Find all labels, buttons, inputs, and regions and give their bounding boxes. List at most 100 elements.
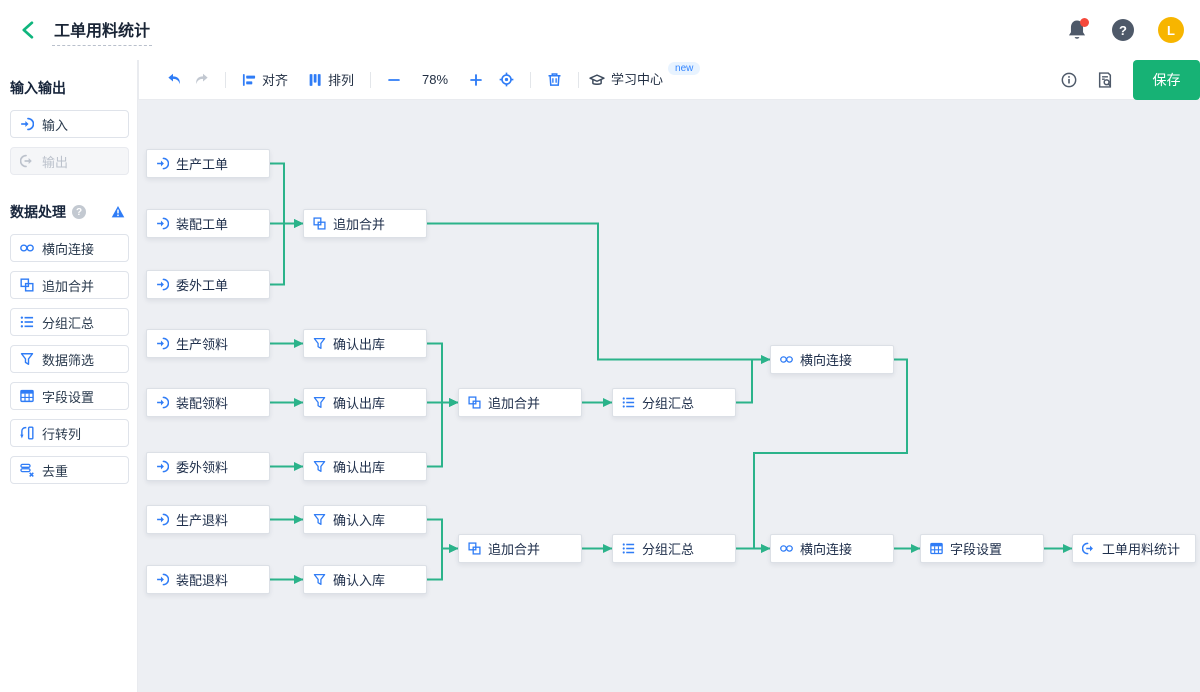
- flow-node[interactable]: 生产退料: [146, 505, 270, 534]
- flow-node[interactable]: 委外工单: [146, 270, 270, 299]
- merge-icon: [313, 217, 326, 230]
- flow-node[interactable]: 确认出库: [303, 329, 427, 358]
- flow-node[interactable]: 追加合并: [458, 388, 582, 417]
- palette-item[interactable]: 数据筛选: [10, 345, 129, 373]
- flow-node[interactable]: 生产工单: [146, 149, 270, 178]
- zoom-out-button[interactable]: [381, 67, 407, 93]
- link-icon: [20, 244, 34, 252]
- flow-node-label: 追加合并: [488, 396, 541, 411]
- group-list-icon: [622, 543, 635, 554]
- merge-icon: [468, 396, 481, 409]
- palette-item-label: 输入: [42, 117, 69, 133]
- flow-canvas[interactable]: 生产工单装配工单委外工单生产领料装配领料委外领料生产退料装配退料追加合并确认出库…: [138, 100, 1200, 692]
- palette-item[interactable]: 字段设置: [10, 382, 129, 410]
- avatar[interactable]: L: [1158, 17, 1184, 43]
- process-help-icon[interactable]: ?: [72, 205, 86, 219]
- funnel-icon: [313, 337, 326, 350]
- funnel-icon: [313, 573, 326, 586]
- table-icon: [930, 542, 943, 555]
- table-icon: [20, 389, 34, 403]
- flow-edge: [427, 222, 771, 364]
- input-icon: [157, 396, 169, 409]
- flow-edge: [427, 398, 459, 468]
- flow-edge: [736, 355, 771, 404]
- flow-node-label: 装配领料: [176, 396, 229, 411]
- canvas-toolbar: 对齐 排列 78% 学习中心 new: [138, 59, 1200, 100]
- help-button[interactable]: ?: [1112, 19, 1134, 41]
- flow-node[interactable]: 横向连接: [770, 345, 894, 374]
- flow-node-label: 确认入库: [333, 513, 386, 528]
- edge-layer: [270, 162, 1073, 584]
- flow-node-label: 确认出库: [333, 337, 386, 352]
- process-item-list: 横向连接追加合并分组汇总数据筛选字段设置行转列去重: [10, 234, 129, 484]
- align-button[interactable]: 对齐: [236, 67, 294, 93]
- toolbar-divider: [578, 71, 580, 88]
- flow-node-label: 委外工单: [176, 278, 229, 293]
- flow-node[interactable]: 确认出库: [303, 388, 427, 417]
- flow-node-label: 分组汇总: [642, 542, 695, 557]
- io-item-list: 输入输出: [10, 110, 129, 175]
- flow-node[interactable]: 生产领料: [146, 329, 270, 358]
- flow-node[interactable]: 装配工单: [146, 209, 270, 238]
- arrange-button[interactable]: 排列: [302, 67, 360, 93]
- flow-node[interactable]: 分组汇总: [612, 388, 736, 417]
- palette-item-label: 追加合并: [42, 278, 95, 294]
- arrange-icon: [309, 73, 321, 86]
- funnel-icon: [313, 460, 326, 473]
- redo-icon: [196, 73, 208, 85]
- flow-node-label: 追加合并: [488, 542, 541, 557]
- undo-button[interactable]: [161, 67, 188, 93]
- warning-triangle-icon[interactable]: [111, 205, 125, 219]
- input-icon: [157, 217, 169, 230]
- flow-node-label: 确认入库: [333, 573, 386, 588]
- palette-item-label: 去重: [42, 463, 69, 479]
- flow-node[interactable]: 装配退料: [146, 565, 270, 594]
- input-icon: [157, 157, 169, 170]
- flow-node[interactable]: 确认入库: [303, 505, 427, 534]
- flow-node[interactable]: 追加合并: [458, 534, 582, 563]
- flow-node[interactable]: 确认入库: [303, 565, 427, 594]
- flow-node[interactable]: 装配领料: [146, 388, 270, 417]
- flow-node-label: 确认出库: [333, 396, 386, 411]
- flow-node[interactable]: 横向连接: [770, 534, 894, 563]
- link-icon: [780, 545, 793, 552]
- palette-item-label: 字段设置: [42, 389, 95, 405]
- palette-item-label: 分组汇总: [42, 315, 95, 331]
- page-title[interactable]: 工单用料统计: [52, 15, 153, 46]
- palette-item[interactable]: 行转列: [10, 419, 129, 447]
- toolbar-divider: [370, 71, 372, 88]
- palette-item[interactable]: 分组汇总: [10, 308, 129, 336]
- palette-item[interactable]: 去重: [10, 456, 129, 484]
- palette-item-input[interactable]: 输入: [10, 110, 129, 138]
- palette-item[interactable]: 横向连接: [10, 234, 129, 262]
- dedupe-icon: [20, 463, 34, 477]
- back-button[interactable]: [16, 18, 40, 42]
- locate-button[interactable]: [493, 67, 520, 93]
- flow-node[interactable]: 委外领料: [146, 452, 270, 481]
- toolbar-right: 保存: [1061, 59, 1200, 100]
- palette-item[interactable]: 追加合并: [10, 271, 129, 299]
- info-icon: [1061, 72, 1077, 87]
- flow-edge: [270, 162, 304, 228]
- zoom-in-button[interactable]: [463, 67, 489, 93]
- flow-node[interactable]: 工单用料统计: [1072, 534, 1196, 563]
- learning-center-button[interactable]: 学习中心 new: [589, 61, 701, 91]
- redo-button[interactable]: [188, 67, 215, 93]
- output-icon: [20, 154, 32, 168]
- input-icon: [157, 337, 169, 350]
- flow-node[interactable]: 字段设置: [920, 534, 1044, 563]
- notifications-button[interactable]: [1066, 18, 1089, 41]
- info-button[interactable]: [1061, 72, 1077, 88]
- delete-button[interactable]: [541, 67, 568, 93]
- flow-node[interactable]: 追加合并: [303, 209, 427, 238]
- flow-node-label: 分组汇总: [642, 396, 695, 411]
- run-log-button[interactable]: [1097, 71, 1113, 88]
- flow-node-label: 委外领料: [176, 460, 229, 475]
- flow-node[interactable]: 分组汇总: [612, 534, 736, 563]
- save-button[interactable]: 保存: [1133, 59, 1200, 100]
- notification-dot: [1080, 18, 1089, 27]
- link-icon: [780, 356, 793, 363]
- trash-icon: [548, 73, 561, 86]
- flow-node[interactable]: 确认出库: [303, 452, 427, 481]
